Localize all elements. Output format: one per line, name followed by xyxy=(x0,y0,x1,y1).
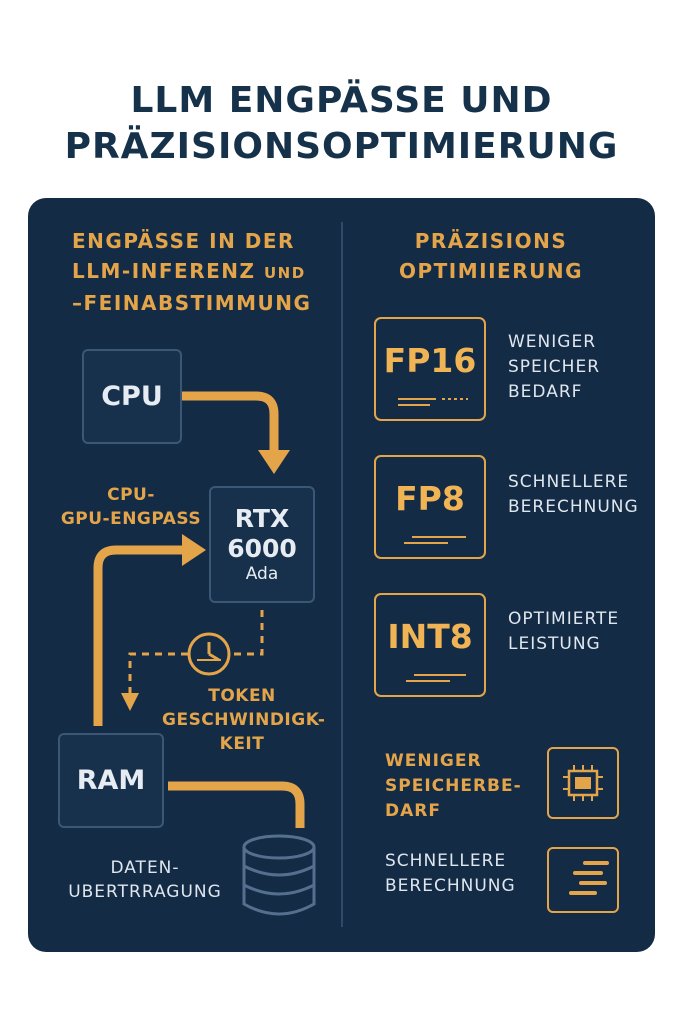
left-heading-line2: LLM-INFERENZ xyxy=(72,259,256,283)
token-label-line1: TOKEN xyxy=(208,686,276,706)
int8-desc-2: LEISTUNG xyxy=(508,634,601,654)
token-dashed-line xyxy=(230,610,264,656)
column-divider xyxy=(341,222,343,927)
left-heading-line3: –FEINABSTIMMUNG xyxy=(72,291,312,315)
database-icon xyxy=(242,834,316,916)
fp16-box: FP16 xyxy=(374,317,486,421)
int8-lines-icon xyxy=(406,674,466,682)
token-arrowhead xyxy=(121,693,139,711)
benefit-memory-2: SPEICHERBE- xyxy=(385,776,522,796)
gpu-line3: Ada xyxy=(245,564,279,584)
fp8-desc: SCHNELLERE BERECHNUNG xyxy=(508,470,639,520)
ram-box: RAM xyxy=(58,733,164,828)
left-heading-line1: ENGPÄSSE IN DER xyxy=(72,229,295,253)
gpu-line1: RTX xyxy=(234,504,290,533)
token-label-line3: KEIT xyxy=(219,734,265,754)
right-heading-line2: OPTIMIIERUNG xyxy=(399,259,583,283)
benefit-speed-2: BERECHNUNG xyxy=(385,876,516,896)
data-transfer-label: DATEN- UBERTRRAGUNG xyxy=(60,856,230,904)
chip-icon xyxy=(563,765,603,801)
right-heading-line1: PRÄZISIONS xyxy=(414,229,568,253)
ram-storage-line xyxy=(168,781,305,828)
left-heading-line2-wrap: LLM-INFERENZ UND xyxy=(72,256,311,288)
int8-desc-1: OPTIMIERTE xyxy=(508,609,620,629)
int8-box: INT8 xyxy=(374,593,486,697)
right-heading: PRÄZISIONS OPTIMIIERUNG xyxy=(386,226,596,286)
cpu-gpu-label: CPU- GPU-ENGPASS xyxy=(56,483,206,531)
benefit-speed: SCHNELLERE BERECHNUNG xyxy=(385,849,516,899)
cpu-box: CPU xyxy=(82,349,182,444)
left-heading: ENGPÄSSE IN DER LLM-INFERENZ UND –FEINAB… xyxy=(72,226,311,318)
ram-gpu-arrowhead xyxy=(182,534,206,566)
fp8-desc-1: SCHNELLERE xyxy=(508,472,630,492)
fp16-lines-icon xyxy=(398,398,468,406)
fp16-desc: WENIGER SPEICHER BEDARF xyxy=(508,330,600,405)
page-title-line1: LLM ENGPÄSSE UND xyxy=(130,80,553,121)
page-title-line2: PRÄZISIONSOPTIMIERUNG xyxy=(64,126,619,167)
fp16-desc-3: BEDARF xyxy=(508,382,583,402)
cpu-gpu-label-line2: GPU-ENGPASS xyxy=(60,509,202,529)
fp16-desc-2: SPEICHER xyxy=(508,357,601,377)
left-heading-line2-suffix: UND xyxy=(263,264,306,282)
int8-desc: OPTIMIERTE LEISTUNG xyxy=(508,607,619,657)
fp8-desc-2: BERECHNUNG xyxy=(508,497,639,517)
token-dashed-line-2 xyxy=(128,652,188,696)
gpu-box: RTX 6000 Ada xyxy=(209,486,315,603)
ram-gpu-arrow-line xyxy=(93,545,184,726)
fp8-label: FP8 xyxy=(395,479,465,518)
clock-icon xyxy=(187,632,231,676)
chip-icon-box xyxy=(547,747,619,819)
speed-lines-icon xyxy=(569,861,609,895)
gpu-line2: 6000 xyxy=(227,534,297,563)
benefit-memory: WENIGER SPEICHERBE- DARF xyxy=(385,749,522,824)
int8-label: INT8 xyxy=(387,617,473,656)
token-label-line2: GESCHWINDIGK- xyxy=(162,710,326,730)
cpu-gpu-arrowhead xyxy=(258,450,290,474)
benefit-memory-1: WENIGER xyxy=(385,751,482,771)
fp16-label: FP16 xyxy=(383,341,477,380)
fp8-lines-icon xyxy=(404,536,466,544)
data-label-line1: DATEN- xyxy=(110,858,180,878)
speed-icon-box xyxy=(547,847,619,913)
fp8-box: FP8 xyxy=(374,455,486,559)
token-speed-label: TOKEN GESCHWINDIGK- KEIT xyxy=(162,684,326,756)
data-label-line2: UBERTRRAGUNG xyxy=(68,882,222,902)
cpu-gpu-arrow-line xyxy=(182,391,279,452)
benefit-speed-1: SCHNELLERE xyxy=(385,851,507,871)
benefit-memory-3: DARF xyxy=(385,801,441,821)
fp16-desc-1: WENIGER xyxy=(508,332,597,352)
cpu-gpu-label-line1: CPU- xyxy=(107,485,155,505)
